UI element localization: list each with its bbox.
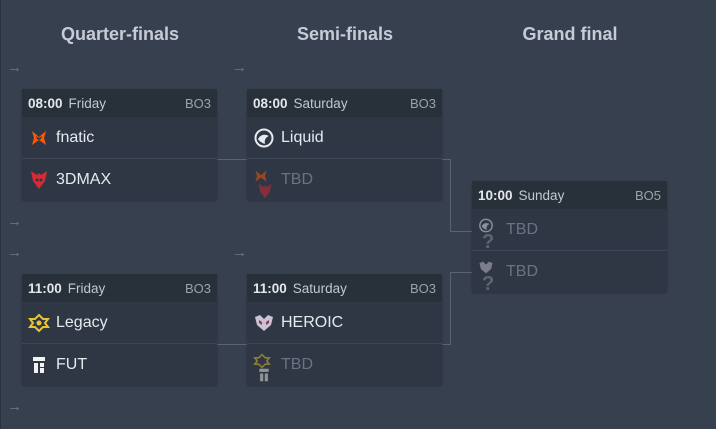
match-format: BO3: [409, 95, 436, 111]
match-day: Friday: [68, 95, 107, 111]
match-header: 10:00 Sunday BO5: [472, 181, 667, 209]
match-format: BO3: [409, 280, 436, 296]
legacy-fut-icon: [253, 352, 275, 381]
team-name: 3DMAX: [56, 170, 112, 188]
match-card-qf1[interactable]: 08:00 Friday BO3 fnatic 3DMAX: [22, 89, 217, 200]
column-title-quarter-finals: Quarter-finals: [60, 24, 180, 44]
advance-arrow-icon: →: [232, 59, 247, 76]
match-day: Saturday: [292, 280, 347, 296]
liquid-icon: [253, 126, 275, 150]
match-format: BO3: [184, 95, 211, 111]
advance-arrow-icon: →: [7, 59, 22, 76]
team-name: HEROIC: [281, 313, 344, 331]
left-frame-border: [0, 0, 1, 429]
team-name: Legacy: [56, 313, 108, 331]
match-card-sf1[interactable]: 08:00 Saturday BO3 Liquid TBD: [247, 89, 442, 200]
liquid-question-icon: ?: [478, 218, 500, 252]
team-name: fnatic: [56, 128, 95, 146]
bracket-connector: [442, 159, 450, 160]
advance-arrow-icon: →: [7, 398, 22, 415]
bracket-connector: [450, 159, 451, 231]
match-day: Saturday: [293, 95, 348, 111]
bracket-connector: [217, 344, 247, 345]
match-header: 08:00 Saturday BO3: [247, 89, 442, 117]
match-time: 11:00: [28, 280, 62, 296]
column-title-grand-final: Grand final: [522, 24, 618, 44]
match-format: BO5: [634, 187, 661, 203]
bracket-connector: [450, 272, 472, 273]
match-day: Sunday: [518, 187, 565, 203]
advance-arrow-icon: →: [7, 244, 22, 261]
bracket-connector: [442, 344, 450, 345]
match-header: 08:00 Friday BO3: [22, 89, 217, 117]
match-day: Friday: [67, 280, 106, 296]
team-row-tbd[interactable]: ? TBD: [472, 209, 667, 252]
match-format: BO3: [184, 280, 211, 296]
legacy-icon: [28, 311, 50, 335]
match-card-grand-final[interactable]: 10:00 Sunday BO5 ? TBD ? TBD: [472, 181, 667, 294]
match-time: 11:00: [253, 280, 287, 296]
bracket-connector: [450, 272, 451, 345]
match-card-qf2[interactable]: 11:00 Friday BO3 Legacy FUT: [22, 274, 217, 385]
team-name: TBD: [506, 220, 538, 238]
team-row-tbd[interactable]: ? TBD: [472, 250, 667, 294]
advance-arrow-icon: →: [7, 213, 22, 230]
team-row-fnatic[interactable]: fnatic: [22, 117, 217, 158]
team-row-liquid[interactable]: Liquid: [247, 117, 442, 158]
team-name: TBD: [281, 355, 313, 373]
question-mark-icon: ?: [482, 272, 495, 295]
team-row-tbd[interactable]: TBD: [247, 343, 442, 385]
team-row-heroic[interactable]: HEROIC: [247, 302, 442, 343]
heroic-question-icon: ?: [478, 260, 500, 294]
team-name: Liquid: [281, 128, 324, 146]
bracket-connector: [217, 159, 247, 160]
advance-arrow-icon: →: [232, 244, 247, 261]
fnatic-icon: [28, 126, 50, 150]
match-header: 11:00 Friday BO3: [22, 274, 217, 302]
3dmax-icon: [28, 168, 50, 192]
match-time: 08:00: [28, 95, 63, 111]
heroic-icon: [253, 311, 275, 335]
fnatic-3dmax-icon: [253, 168, 275, 198]
team-row-3dmax[interactable]: 3DMAX: [22, 158, 217, 200]
team-row-legacy[interactable]: Legacy: [22, 302, 217, 343]
question-mark-icon: ?: [482, 230, 495, 253]
column-title-semi-finals: Semi-finals: [296, 24, 394, 44]
team-name: TBD: [506, 262, 538, 280]
bracket-connector: [450, 231, 472, 232]
team-name: TBD: [281, 170, 313, 188]
match-header: 11:00 Saturday BO3: [247, 274, 442, 302]
match-time: 08:00: [253, 95, 288, 111]
match-time: 10:00: [478, 187, 513, 203]
team-row-tbd[interactable]: TBD: [247, 158, 442, 200]
match-card-sf2[interactable]: 11:00 Saturday BO3 HEROIC TBD: [247, 274, 442, 385]
fut-icon: [28, 353, 50, 377]
team-row-fut[interactable]: FUT: [22, 343, 217, 385]
team-name: FUT: [56, 355, 88, 373]
